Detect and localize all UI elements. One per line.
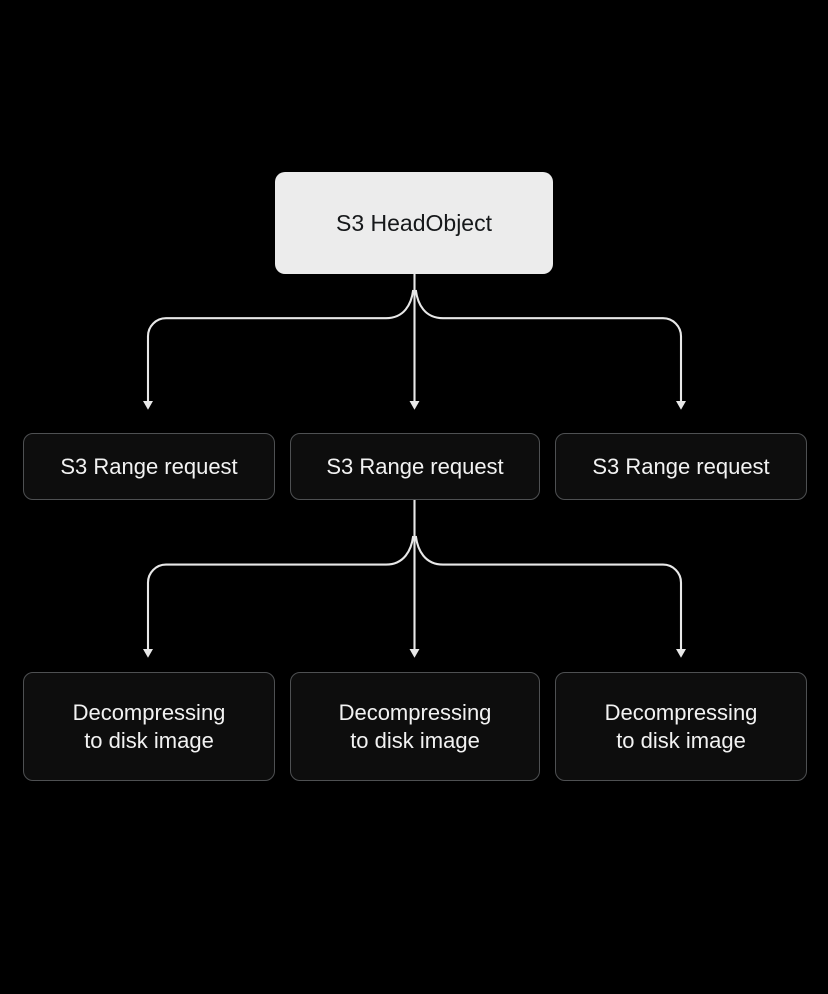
edge-range-2-to-decompress-3 bbox=[414, 535, 687, 658]
node-s3-headobject[interactable]: S3 HeadObject bbox=[275, 172, 553, 274]
edge-root-to-range-3 bbox=[414, 289, 687, 410]
node-decompressing-to-disk-image-3[interactable]: Decompressing to disk image bbox=[555, 672, 807, 781]
node-s3-range-request-3[interactable]: S3 Range request bbox=[555, 433, 807, 500]
edge-range-2-to-decompress-1 bbox=[142, 535, 415, 658]
node-decompressing-to-disk-image-2[interactable]: Decompressing to disk image bbox=[290, 672, 540, 781]
node-s3-range-request-1[interactable]: S3 Range request bbox=[23, 433, 275, 500]
node-s3-range-request-2[interactable]: S3 Range request bbox=[290, 433, 540, 500]
node-decompressing-to-disk-image-1[interactable]: Decompressing to disk image bbox=[23, 672, 275, 781]
edge-root-to-range-1 bbox=[142, 289, 415, 410]
